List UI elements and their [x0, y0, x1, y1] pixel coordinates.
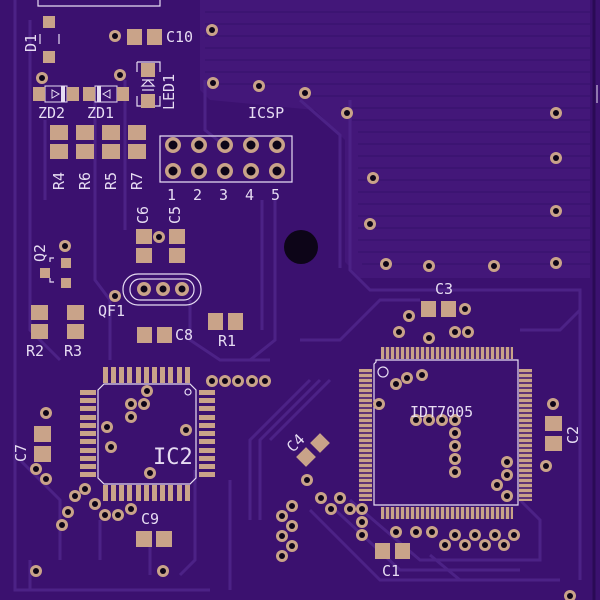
label-led1: LED1	[160, 73, 178, 110]
label-icsp-pin-2: 2	[193, 186, 203, 204]
label-c7: C7	[12, 443, 30, 462]
label-qf1: QF1	[98, 302, 126, 320]
label-r4: R4	[50, 171, 68, 190]
label-c10: C10	[166, 28, 194, 46]
label-r6: R6	[76, 171, 94, 190]
label-r3: R3	[64, 342, 83, 360]
label-icsp-pin-3: 3	[219, 186, 229, 204]
label-ic2: IC2	[153, 445, 193, 470]
label-icsp-pin-5: 5	[271, 186, 281, 204]
label-icsp-pin-4: 4	[245, 186, 255, 204]
label-r1: R1	[218, 332, 237, 350]
label-c8: C8	[175, 326, 194, 344]
label-r2: R2	[26, 342, 45, 360]
label-icsp-pin-1: 1	[167, 186, 177, 204]
label-r5: R5	[102, 171, 120, 190]
label-c2: C2	[564, 425, 582, 444]
label-c1: C1	[382, 562, 401, 580]
label-icsp: ICSP	[248, 104, 285, 122]
label-d1: D1	[22, 33, 40, 52]
label-zd1: ZD1	[87, 104, 115, 122]
label-c9: C9	[141, 510, 160, 528]
label-c6: C6	[134, 205, 152, 224]
label-r7: R7	[128, 171, 146, 190]
label-q2: Q2	[31, 243, 49, 262]
label-idt7005: IDT7005	[410, 403, 474, 421]
label-c5: C5	[166, 205, 184, 224]
label-c3: C3	[435, 280, 454, 298]
label-zd2: ZD2	[38, 104, 66, 122]
